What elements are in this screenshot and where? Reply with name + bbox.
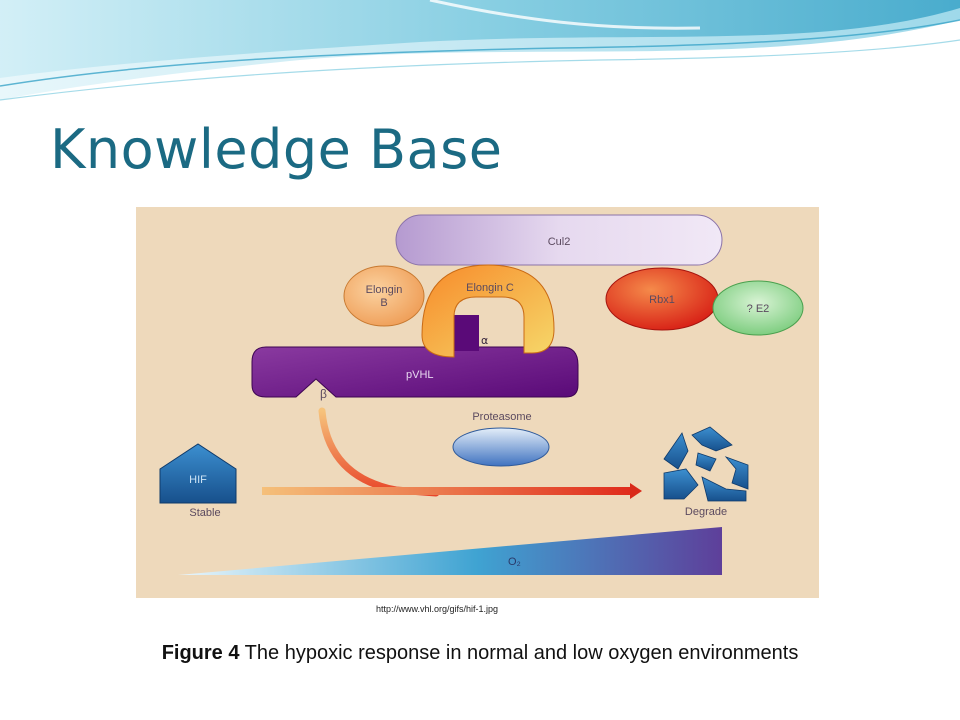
header-waves-decoration — [0, 0, 960, 101]
figure-caption: Figure 4 The hypoxic response in normal … — [0, 642, 960, 665]
proteasome: Proteasome — [452, 411, 550, 467]
hif-degradation-arrow — [262, 483, 642, 499]
slide-title: Knowledge Base — [50, 118, 503, 181]
degraded-hif-fragments: Degrade — [663, 426, 749, 518]
elongin-b-label-line1: Elongin — [366, 284, 403, 296]
caption-text: The hypoxic response in normal and low o… — [239, 642, 799, 664]
beta-label: β — [320, 387, 327, 401]
hif-label: HIF — [189, 474, 207, 486]
e2-label: ? E2 — [747, 303, 770, 315]
caption-figure-number: Figure 4 — [161, 642, 240, 664]
alpha-label: α — [481, 334, 488, 347]
hypoxia-pathway-figure: Cul2 Elongin B pVHL β α Elongin C Rbx1 — [136, 207, 819, 598]
image-source-link[interactable]: http://www.vhl.org/gifs/hif-1.jpg — [376, 604, 499, 614]
e2-protein: ? E2 — [712, 280, 804, 336]
cul2-protein: Cul2 — [395, 214, 723, 266]
proteasome-label: Proteasome — [472, 411, 531, 423]
rbx1-protein: Rbx1 — [605, 267, 719, 331]
elongin-c-label: Elongin C — [466, 282, 514, 294]
oxygen-gradient: O₂ — [178, 527, 722, 575]
o2-label: O₂ — [508, 556, 521, 568]
pathway-diagram: Cul2 Elongin B pVHL β α Elongin C Rbx1 — [159, 214, 804, 575]
degradation-curve-arrow — [318, 407, 440, 497]
pvhl-label: pVHL — [406, 369, 434, 381]
pvhl-protein: pVHL β α — [251, 315, 579, 401]
stable-label: Stable — [189, 507, 220, 519]
elongin-b-label-line2: B — [380, 297, 387, 309]
degrade-label: Degrade — [685, 506, 727, 518]
cul2-label: Cul2 — [548, 236, 571, 248]
elongin-b-protein: Elongin B — [343, 265, 425, 327]
rbx1-label: Rbx1 — [649, 294, 675, 306]
elongin-c-protein: Elongin C — [421, 264, 555, 358]
hif-stable-protein: HIF Stable — [159, 443, 237, 519]
